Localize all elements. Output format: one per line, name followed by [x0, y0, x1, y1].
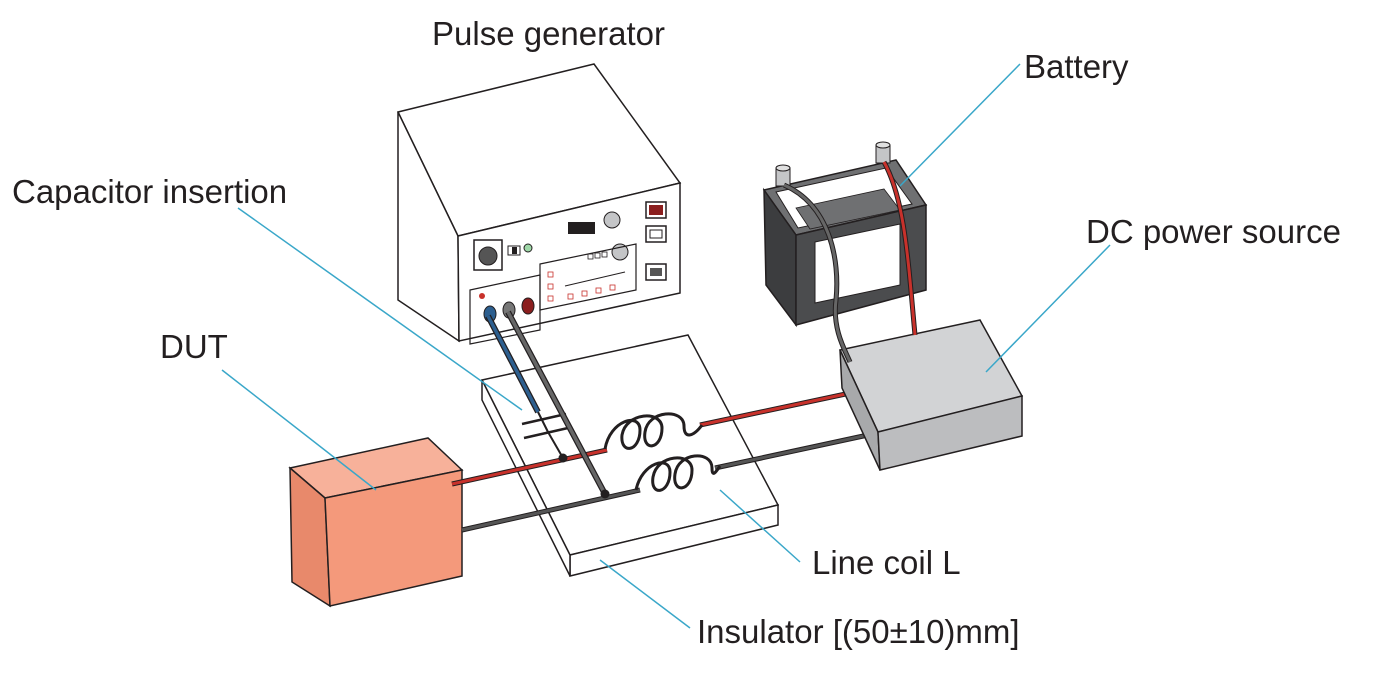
label-dut: DUT — [160, 328, 228, 365]
capacitor — [521, 412, 569, 440]
callout-lines — [221, 63, 1111, 629]
dut-box — [288, 437, 464, 608]
insulator-plate — [480, 334, 780, 577]
battery — [762, 141, 928, 328]
line-coil-upper — [603, 412, 704, 450]
probe-leads — [485, 310, 610, 499]
wiring — [451, 389, 869, 533]
label-battery: Battery — [1024, 48, 1129, 85]
dc-power-source — [838, 319, 1024, 471]
label-insulator: Insulator [(50±10)mm] — [697, 613, 1020, 650]
label-pulse-generator: Pulse generator — [432, 15, 665, 52]
label-line-coil: Line coil L — [812, 544, 961, 581]
label-capacitor-insertion: Capacitor insertion — [12, 173, 288, 210]
battery-cables — [782, 160, 918, 363]
pulse-generator — [396, 63, 682, 345]
label-dc-power-source: DC power source — [1086, 213, 1341, 250]
line-coil-lower — [634, 454, 722, 492]
